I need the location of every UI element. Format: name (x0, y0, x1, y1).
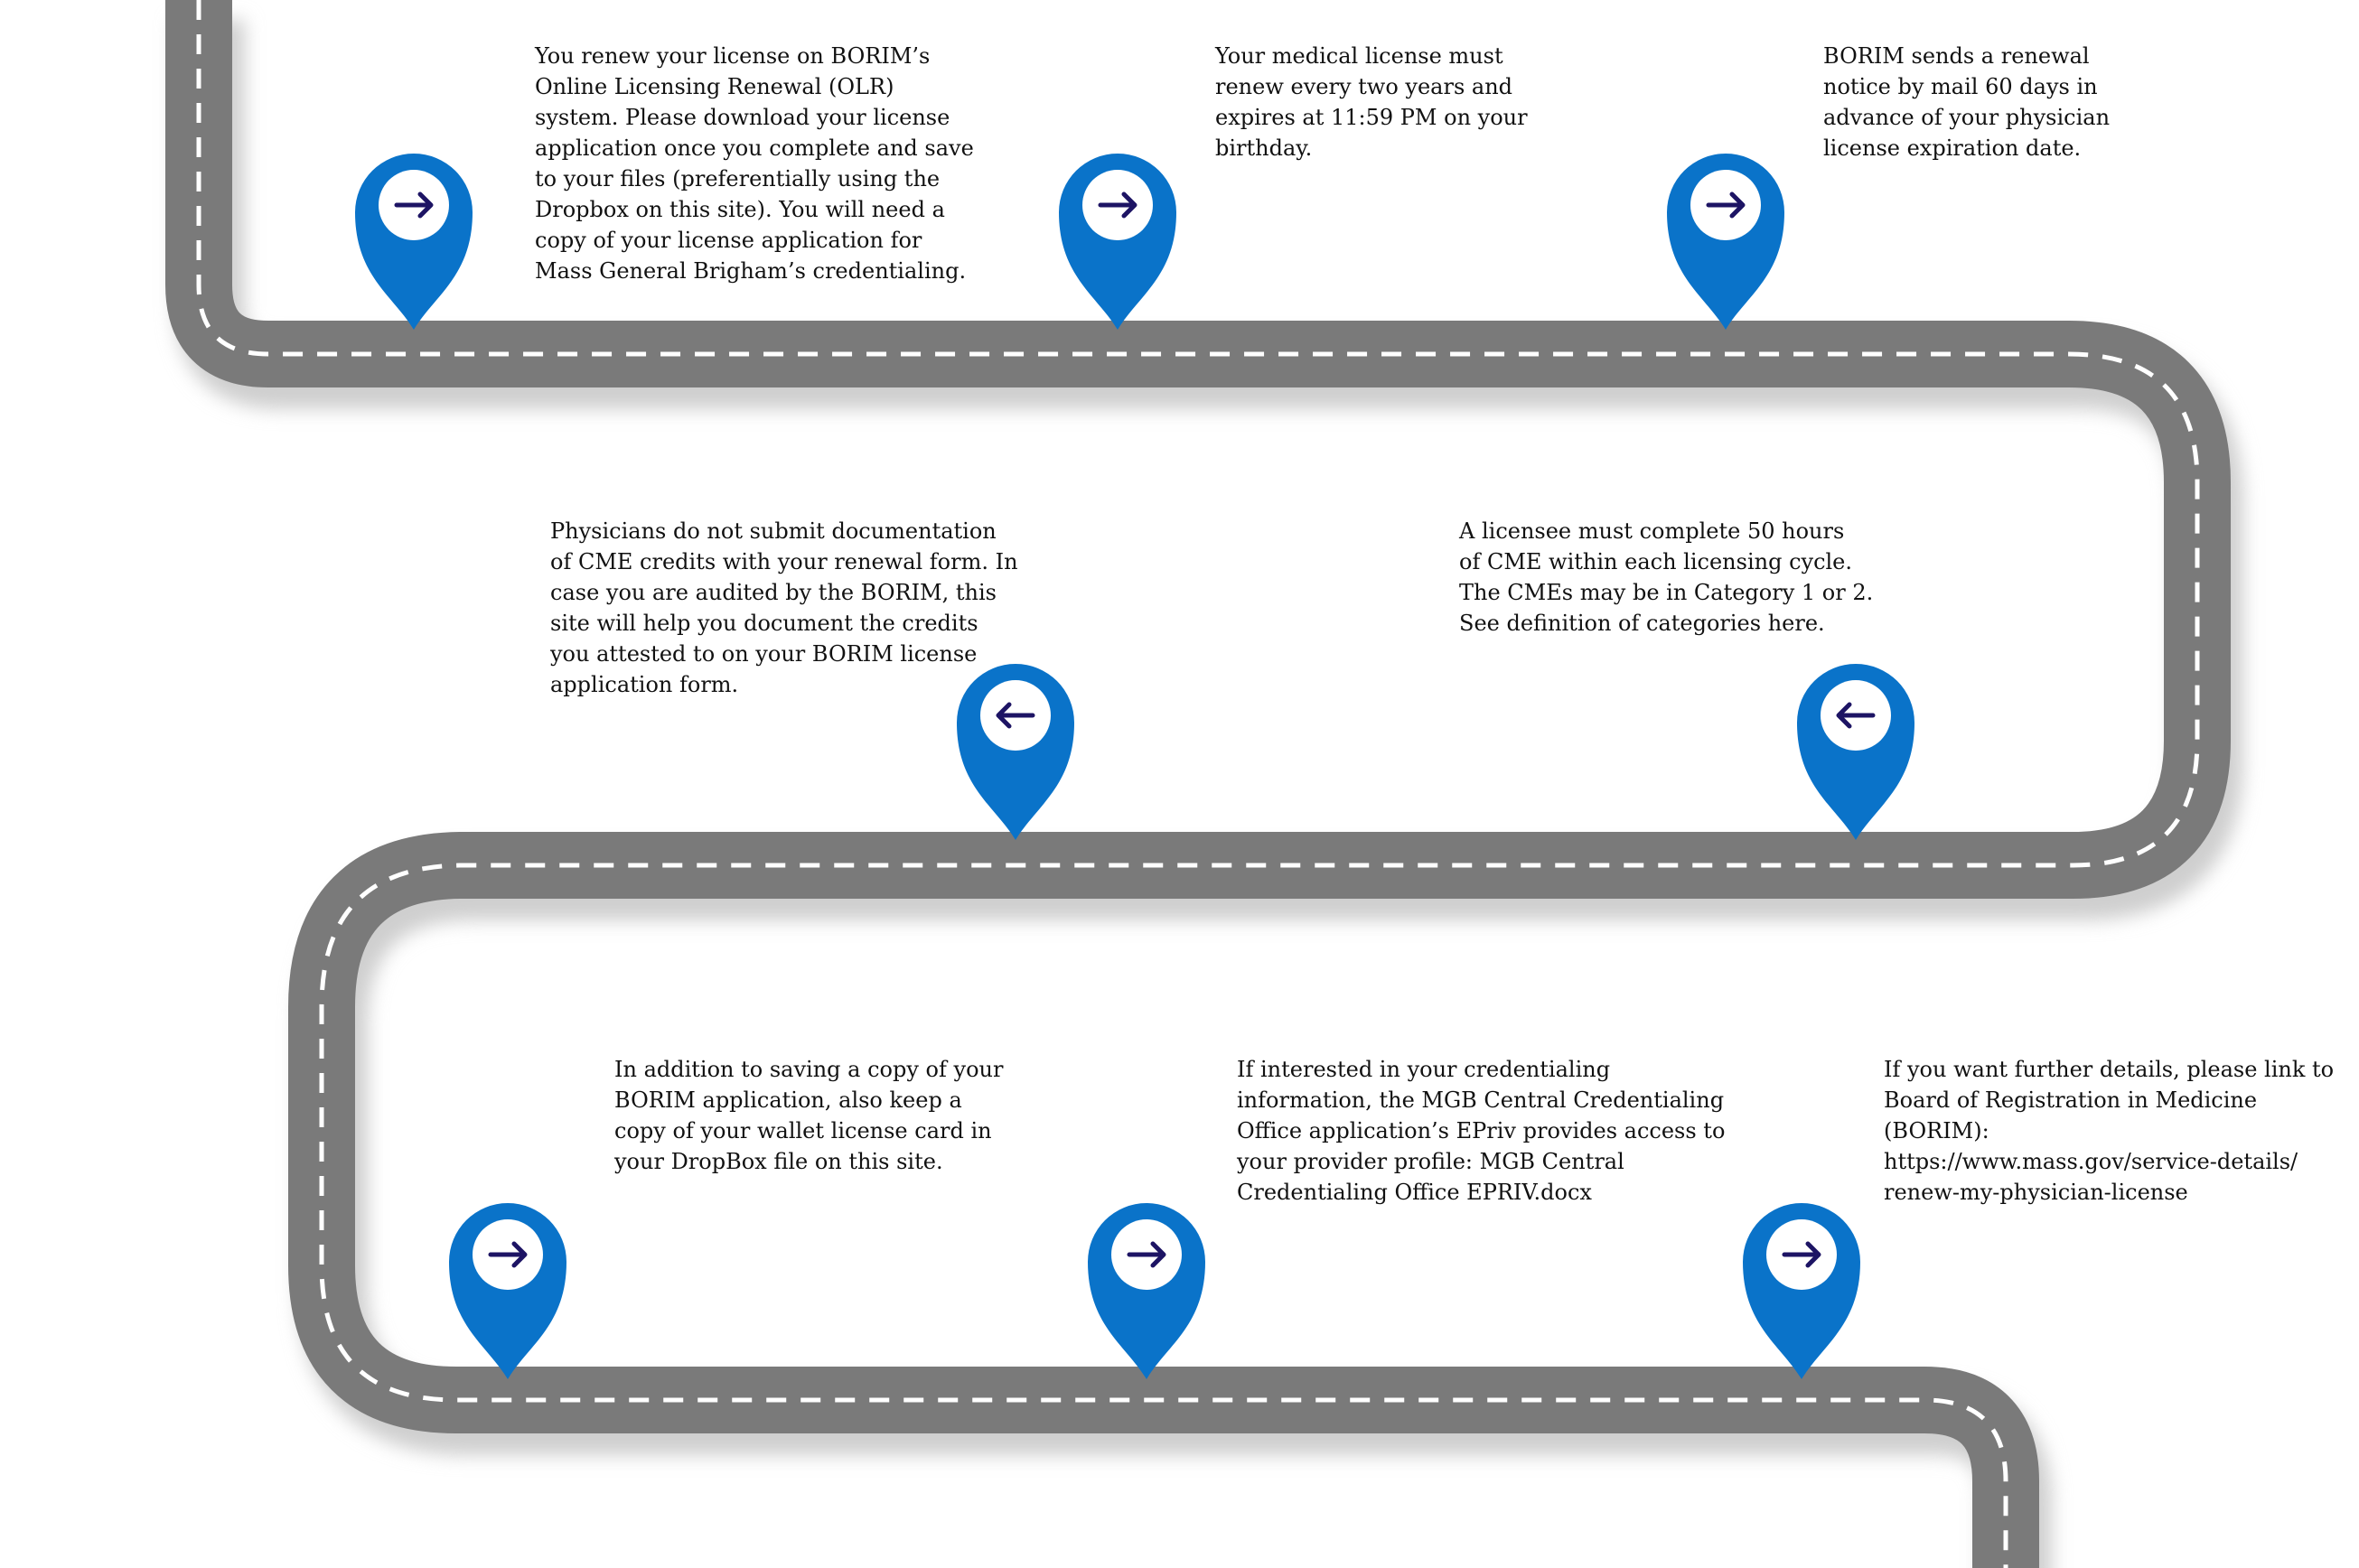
step-8-marker (1743, 1199, 1860, 1379)
arrow-right-icon (1098, 191, 1137, 219)
map-pin-icon (1743, 1203, 1860, 1379)
step-2-text: Your medical license must renew every tw… (1215, 43, 1528, 161)
arrow-right-icon (1782, 1241, 1821, 1268)
map-pin-icon (1667, 154, 1784, 330)
step-7-text: If interested in your credentialing info… (1237, 1057, 1726, 1205)
step-2-marker (1059, 149, 1176, 330)
map-pin-icon (1797, 664, 1914, 840)
step-6-marker (449, 1199, 566, 1379)
step-5-marker (1797, 659, 1914, 840)
step-4-marker (957, 659, 1074, 840)
arrow-right-icon (488, 1241, 528, 1268)
step-3-marker (1667, 149, 1784, 330)
step-3-text: BORIM sends a renewal notice by mail 60 … (1823, 43, 2111, 161)
arrow-right-icon (1706, 191, 1746, 219)
arrow-right-icon (1127, 1241, 1166, 1268)
map-pin-icon (957, 664, 1074, 840)
step-1-marker (355, 149, 473, 330)
step-1-text: You renew your license on BORIM’s Online… (535, 43, 974, 284)
arrow-left-icon (996, 702, 1035, 729)
step-4-text: Physicians do not submit documentation o… (550, 518, 1018, 697)
step-7-marker (1088, 1199, 1205, 1379)
map-pin-icon (449, 1203, 566, 1379)
step-5-text: A licensee must complete 50 hours of CME… (1459, 518, 1874, 636)
map-pin-icon (1088, 1203, 1205, 1379)
step-8-text: If you want further details, please link… (1884, 1057, 2335, 1205)
step-6-text: In addition to saving a copy of your BOR… (614, 1057, 1004, 1174)
road-center-line (196, 0, 2200, 1568)
map-pin-icon (355, 154, 473, 330)
map-pin-icon (1059, 154, 1176, 330)
arrow-right-icon (394, 191, 434, 219)
arrow-left-icon (1836, 702, 1876, 729)
